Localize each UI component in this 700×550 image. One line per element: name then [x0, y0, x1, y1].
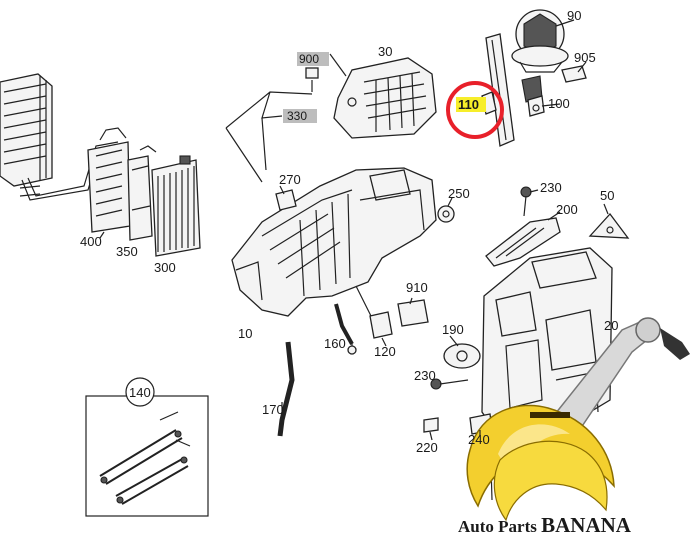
callout-400: 400 [80, 234, 102, 249]
part-400 [87, 127, 131, 239]
callout-50: 50 [600, 188, 614, 203]
highlight-label-110-bg [456, 97, 486, 112]
brand-logo-text: Auto Parts BANANA [458, 513, 632, 537]
tag-900-bg [297, 52, 329, 66]
callout-100: 100 [548, 96, 570, 111]
callout-160: 160 [324, 336, 346, 351]
callout-300: 300 [154, 260, 176, 275]
part-200-bracket [485, 217, 561, 267]
heater-core-part [0, 73, 53, 187]
part-230-screw-bottom [430, 378, 469, 390]
callout-120: 120 [374, 344, 396, 359]
callout-190: 190 [442, 322, 464, 337]
tag-330-bg [283, 109, 317, 123]
callout-140: 140 [129, 385, 151, 400]
banana-logo-art [466, 317, 690, 522]
callout-220: 220 [416, 440, 438, 455]
callout-10: 10 [238, 326, 252, 341]
callout-250: 250 [448, 186, 470, 201]
tag-900-330-group [225, 52, 329, 183]
callout-910: 910 [406, 280, 428, 295]
leader-lines [279, 19, 609, 441]
part-905 [561, 65, 587, 83]
callout-circle-140 [125, 377, 155, 407]
callout-200: 200 [556, 202, 578, 217]
callout-270: 270 [279, 172, 301, 187]
callout-20: 20 [604, 318, 618, 333]
highlight-circle-110 [446, 81, 504, 139]
callout-330: 330 [287, 109, 307, 123]
part-140-inset [85, 377, 209, 517]
part-90-blower-motor [511, 9, 569, 73]
callout-30: 30 [378, 44, 392, 59]
part-230-screw-top [520, 186, 532, 217]
callout-230-top: 230 [540, 180, 562, 195]
brand-name: BANANA [541, 513, 632, 537]
callout-240: 240 [468, 432, 490, 447]
callout-170: 170 [262, 402, 284, 417]
part-910 [397, 299, 429, 327]
brand-prefix: Auto Parts [458, 517, 541, 536]
callout-900: 900 [299, 52, 319, 66]
part-30 [333, 57, 437, 139]
callout-350: 350 [116, 244, 138, 259]
part-270 [275, 189, 297, 211]
part-50-plate [588, 212, 630, 239]
part-250 [437, 205, 455, 223]
part-120-sensor [355, 285, 393, 339]
callout-230-bottom: 230 [414, 368, 436, 383]
part-10-hvac-housing [231, 167, 437, 317]
part-170-hose [277, 341, 295, 437]
callout-905: 905 [574, 50, 596, 65]
part-300 [151, 155, 201, 257]
callout-110: 110 [458, 97, 479, 112]
part-190-actuator [443, 343, 481, 369]
part-220-clip [423, 417, 439, 433]
callout-90: 90 [567, 8, 581, 23]
part-350 [127, 145, 157, 241]
part-110-rail [481, 33, 515, 147]
part-100 [521, 75, 545, 117]
